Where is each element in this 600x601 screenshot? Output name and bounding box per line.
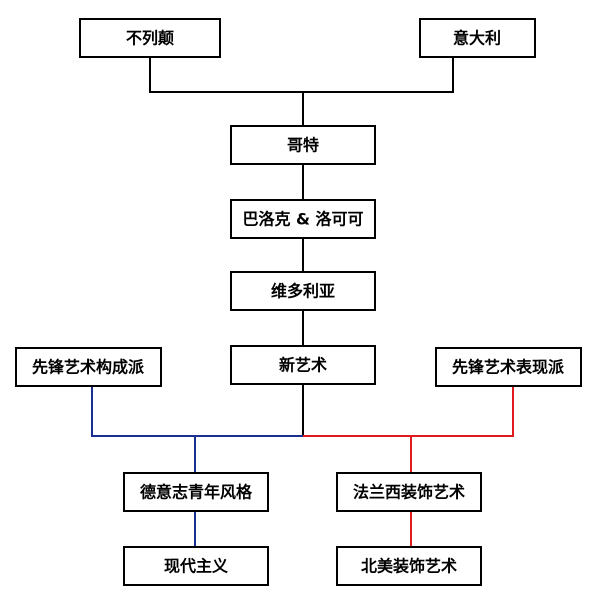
node-gothic-label: 哥特 (287, 136, 319, 155)
node-gothic: 哥特 (230, 125, 376, 165)
node-italy-label: 意大利 (453, 29, 501, 48)
node-baroque-rococo-label: 巴洛克 & 洛可可 (242, 210, 363, 229)
node-modernism: 现代主义 (123, 546, 269, 586)
node-french-art-deco-label: 法兰西装饰艺术 (353, 483, 465, 502)
node-art-nouveau-label: 新艺术 (279, 356, 327, 375)
node-britain-label: 不列颠 (126, 29, 174, 48)
node-victorian-label: 维多利亚 (271, 282, 335, 301)
node-italy: 意大利 (419, 18, 536, 58)
node-french-art-deco: 法兰西装饰艺术 (336, 472, 482, 512)
node-expressionism: 先锋艺术表现派 (435, 347, 582, 387)
node-constructivism-label: 先锋艺术构成派 (32, 358, 145, 377)
edge-constructivism-branch (91, 386, 303, 473)
node-jugendstil-label: 德意志青年风格 (140, 483, 253, 502)
node-britain: 不列颠 (79, 18, 221, 58)
node-baroque-rococo: 巴洛克 & 洛可可 (230, 199, 376, 239)
node-jugendstil: 德意志青年风格 (123, 472, 269, 512)
node-north-american-art-deco: 北美装饰艺术 (336, 546, 482, 586)
node-art-nouveau: 新艺术 (230, 345, 376, 385)
node-expressionism-label: 先锋艺术表现派 (452, 358, 565, 377)
connectors (91, 58, 514, 547)
node-north-american-art-deco-label: 北美装饰艺术 (361, 557, 457, 576)
node-constructivism: 先锋艺术构成派 (15, 347, 162, 387)
edge-britain-italy-to-gothic (149, 58, 454, 126)
edge-expressionism-branch (303, 386, 514, 473)
node-victorian: 维多利亚 (230, 271, 376, 311)
node-modernism-label: 现代主义 (164, 557, 228, 576)
